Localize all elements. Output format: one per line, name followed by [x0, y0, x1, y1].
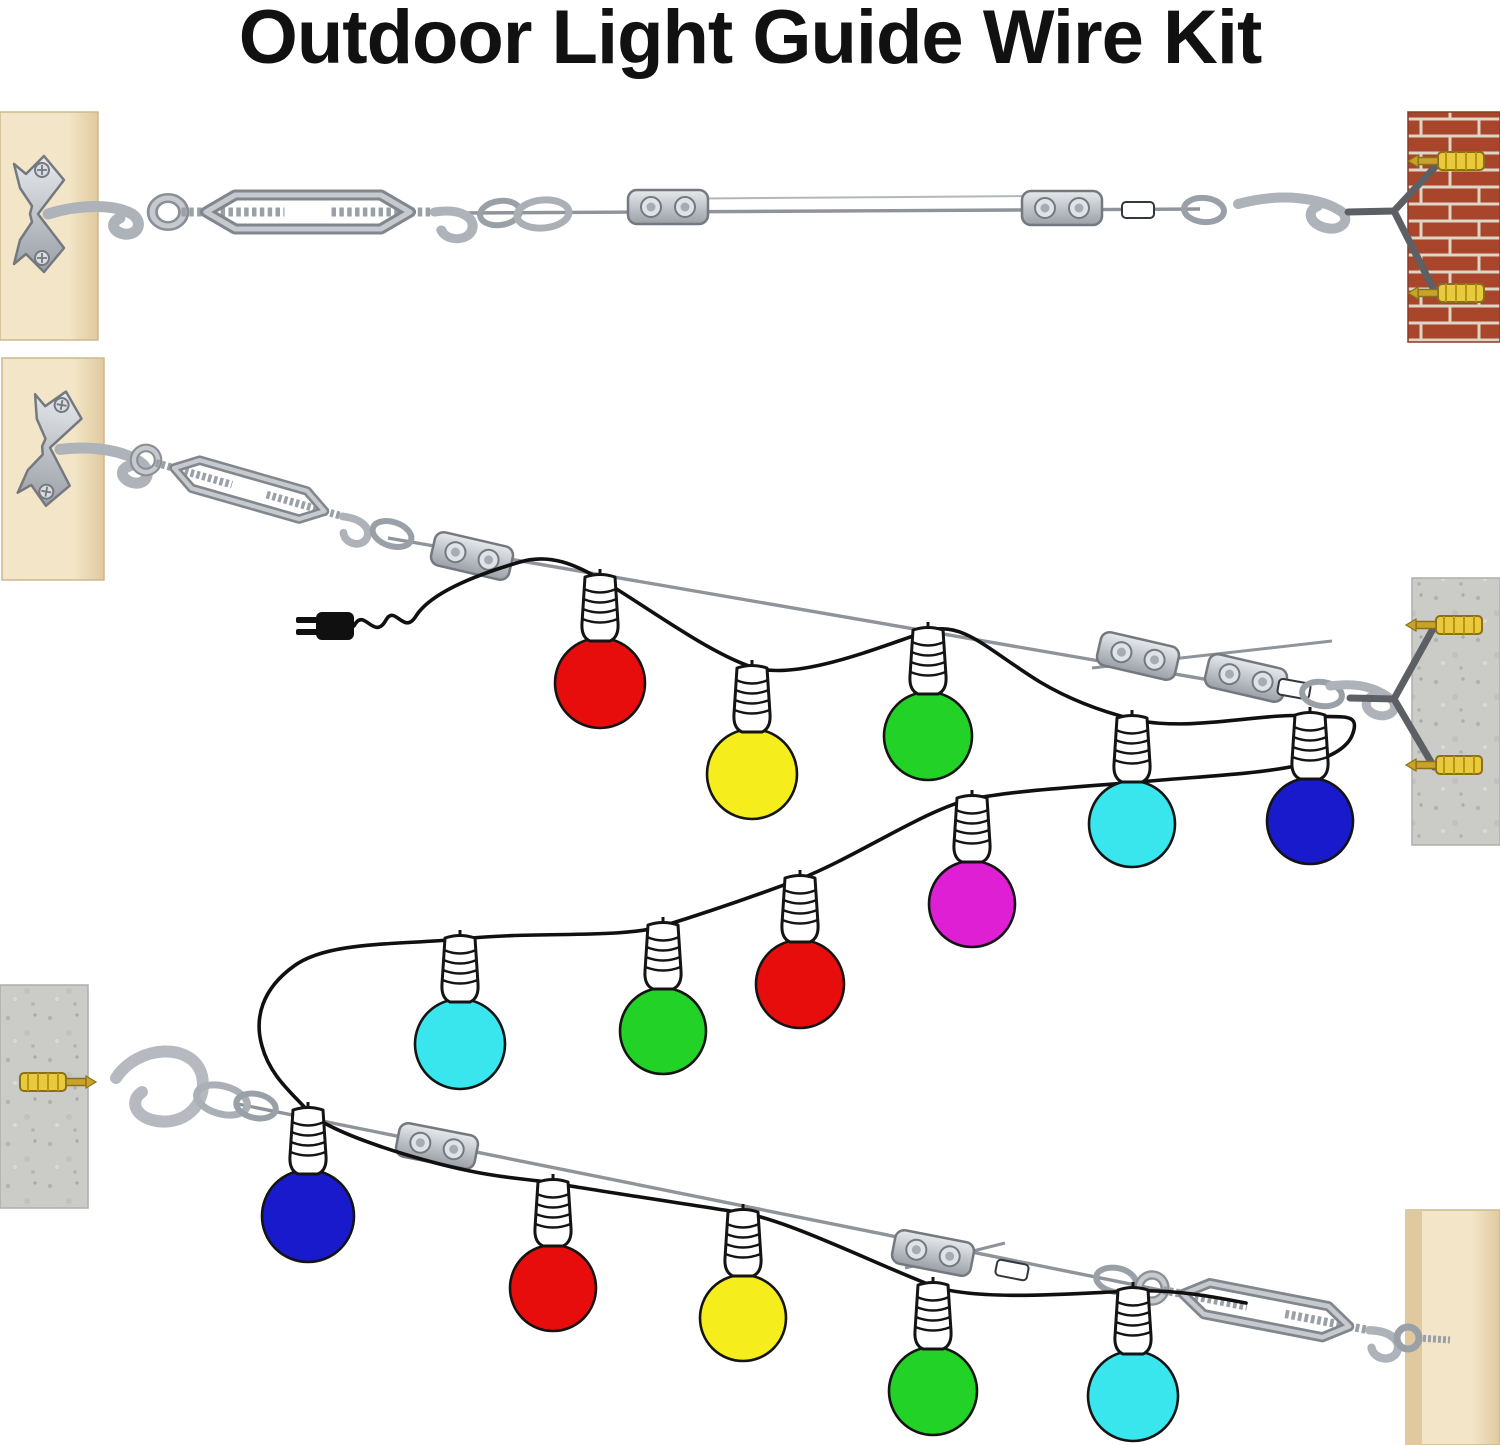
light-bulb-cyan [413, 928, 507, 1091]
bulb-globe [413, 997, 507, 1091]
bulb-base [1113, 1280, 1153, 1356]
wire-clamp-icon [1093, 629, 1183, 683]
light-bulb-red [754, 868, 846, 1030]
bulb-globe [887, 1345, 979, 1437]
bulb-globe [927, 859, 1017, 949]
bottom-assembly-hardware [19, 1045, 1451, 1361]
wire-clamp-icon [626, 188, 710, 226]
string-light-cord [257, 557, 1357, 1305]
bulb-globe [618, 986, 708, 1076]
bulb-base [1112, 708, 1152, 784]
bulb-base [1290, 705, 1330, 781]
light-bulb-magenta [927, 788, 1017, 949]
bulb-globe [754, 938, 846, 1030]
light-bulb-blue [260, 1100, 356, 1264]
light-bulb-red [508, 1172, 598, 1333]
turnbuckle-middle [128, 443, 375, 547]
bulb-globe [553, 636, 647, 730]
top-assembly-hardware [14, 152, 1485, 303]
light-bulb-cyan [1086, 1280, 1180, 1443]
bulb-base [913, 1275, 953, 1351]
wire-clamp-icon [1201, 651, 1291, 705]
power-plug-icon [296, 612, 354, 640]
plug-prong [296, 629, 318, 635]
plug-body [316, 612, 354, 640]
light-bulb-green [882, 620, 974, 782]
plug-prong [296, 617, 318, 623]
turnbuckle-bottom [1134, 1270, 1403, 1361]
light-bulb-blue [1265, 705, 1355, 866]
guide-wire-bottom [237, 1102, 1161, 1292]
wire-clamp-icon [427, 529, 517, 583]
light-bulb-green [887, 1275, 979, 1437]
bulb-globe [698, 1273, 788, 1363]
string-light-bulbs [260, 567, 1355, 1443]
eye-screw-shaft [1417, 1334, 1451, 1344]
bulb-base [440, 928, 480, 1004]
light-bulb-cyan [1087, 708, 1177, 869]
wire-clamp-icon [889, 1227, 977, 1279]
bulb-base [780, 868, 820, 944]
bulb-base [643, 915, 683, 991]
bulb-base [533, 1172, 573, 1248]
cable-sleeve-icon [1121, 201, 1155, 219]
wire-clamp-icon [1020, 189, 1104, 227]
bulb-globe [705, 727, 799, 821]
s-hook-icon [110, 1045, 209, 1128]
wire-loop-icon [369, 516, 414, 551]
bulb-globe [1087, 779, 1177, 869]
light-bulb-red [553, 567, 647, 730]
bulb-base [908, 620, 948, 696]
bulb-base [952, 788, 992, 864]
bulb-globe [508, 1243, 598, 1333]
wall-bracket-icon [1346, 623, 1438, 771]
bulb-globe [882, 690, 974, 782]
bulb-globe [260, 1168, 356, 1264]
brick-wall-top-right [1407, 111, 1500, 343]
bulb-base [580, 567, 620, 643]
wooden-post-top-left [0, 111, 99, 341]
bulb-base [288, 1100, 328, 1176]
light-bulb-yellow [698, 1202, 788, 1363]
light-bulb-green [618, 915, 708, 1076]
middle-assembly-hardware [16, 386, 1483, 775]
bulb-globe [1265, 776, 1355, 866]
snap-hook-icon [1233, 192, 1351, 234]
snap-hook-icon [1325, 680, 1399, 721]
wall-bracket-icon [1344, 162, 1440, 298]
light-bulb-yellow [705, 658, 799, 821]
page-title: Outdoor Light Guide Wire Kit [238, 0, 1263, 80]
concrete-wall-bottom-left [0, 984, 89, 1209]
bulb-base [732, 658, 772, 734]
turnbuckle-top [152, 195, 472, 239]
bulb-globe [1086, 1349, 1180, 1443]
bulb-base [723, 1202, 763, 1278]
